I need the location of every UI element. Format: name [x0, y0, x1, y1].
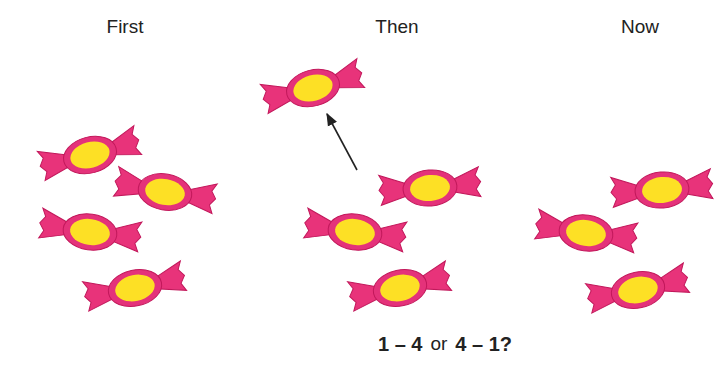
subtraction-expression: 1 – 4 — [378, 332, 422, 356]
candy — [112, 165, 219, 218]
candy — [302, 207, 408, 257]
candy — [533, 208, 639, 258]
candy — [610, 168, 715, 213]
panel-heading: Then — [375, 16, 418, 39]
take-away-arrow — [327, 114, 357, 170]
candy — [378, 166, 483, 211]
connective-word: or — [430, 333, 447, 356]
panel-heading: First — [107, 16, 144, 39]
subtraction-expression: 4 – 1? — [455, 332, 512, 356]
candy — [259, 57, 367, 118]
panel-heading: Now — [621, 16, 659, 39]
candy — [584, 262, 691, 318]
candy — [346, 260, 453, 316]
candy — [37, 207, 143, 257]
candy — [81, 260, 188, 316]
